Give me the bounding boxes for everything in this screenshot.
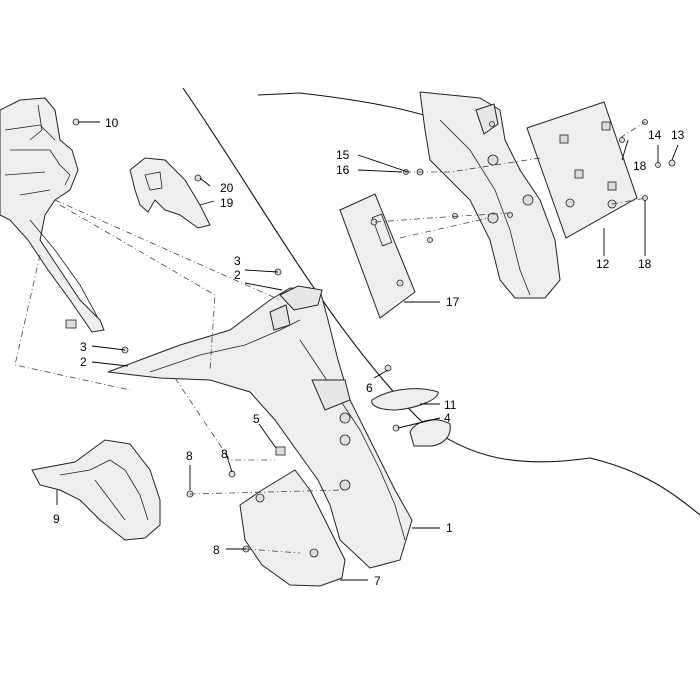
part-9-inner-liner	[31, 439, 161, 541]
callout-13: 13	[671, 128, 685, 142]
callout-6: 6	[366, 381, 373, 395]
callout-9: 9	[53, 512, 60, 526]
callout-16: 16	[336, 163, 350, 177]
callout-5: 5	[253, 412, 260, 426]
part-19-bracket	[129, 157, 211, 229]
callout-8-left: 8	[186, 449, 193, 463]
part-7-lower-flap	[239, 469, 346, 587]
part-17-reflector	[339, 193, 416, 319]
callout-3-lower: 3	[80, 340, 87, 354]
callout-12: 12	[596, 257, 610, 271]
callout-15: 15	[336, 148, 350, 162]
callout-17: 17	[446, 295, 460, 309]
callout-7: 7	[374, 574, 381, 588]
callout-4: 4	[444, 411, 451, 425]
callout-20: 20	[220, 181, 234, 195]
part-1-rear-fender	[107, 285, 413, 569]
callout-8-mid: 8	[221, 447, 228, 461]
callout-10: 10	[105, 116, 119, 130]
rear-mudguard-upper	[419, 91, 561, 299]
license-plate-holder	[526, 101, 638, 239]
callout-8-bottom: 8	[213, 543, 220, 557]
callout-18-upper: 18	[633, 159, 647, 173]
callout-3-upper: 3	[234, 254, 241, 268]
callout-18-lower: 18	[638, 257, 652, 271]
callout-14: 14	[648, 128, 662, 142]
callout-2-lower: 2	[80, 355, 87, 369]
callout-1: 1	[446, 521, 453, 535]
leader-lines	[56, 121, 679, 581]
callout-2-upper: 2	[234, 268, 241, 282]
part-11-reflector	[371, 388, 439, 411]
fasteners	[72, 118, 676, 553]
scooter-frame	[0, 97, 105, 333]
callout-11: 11	[444, 398, 457, 412]
assembly-lines	[14, 121, 647, 554]
callout-19: 19	[220, 196, 234, 210]
